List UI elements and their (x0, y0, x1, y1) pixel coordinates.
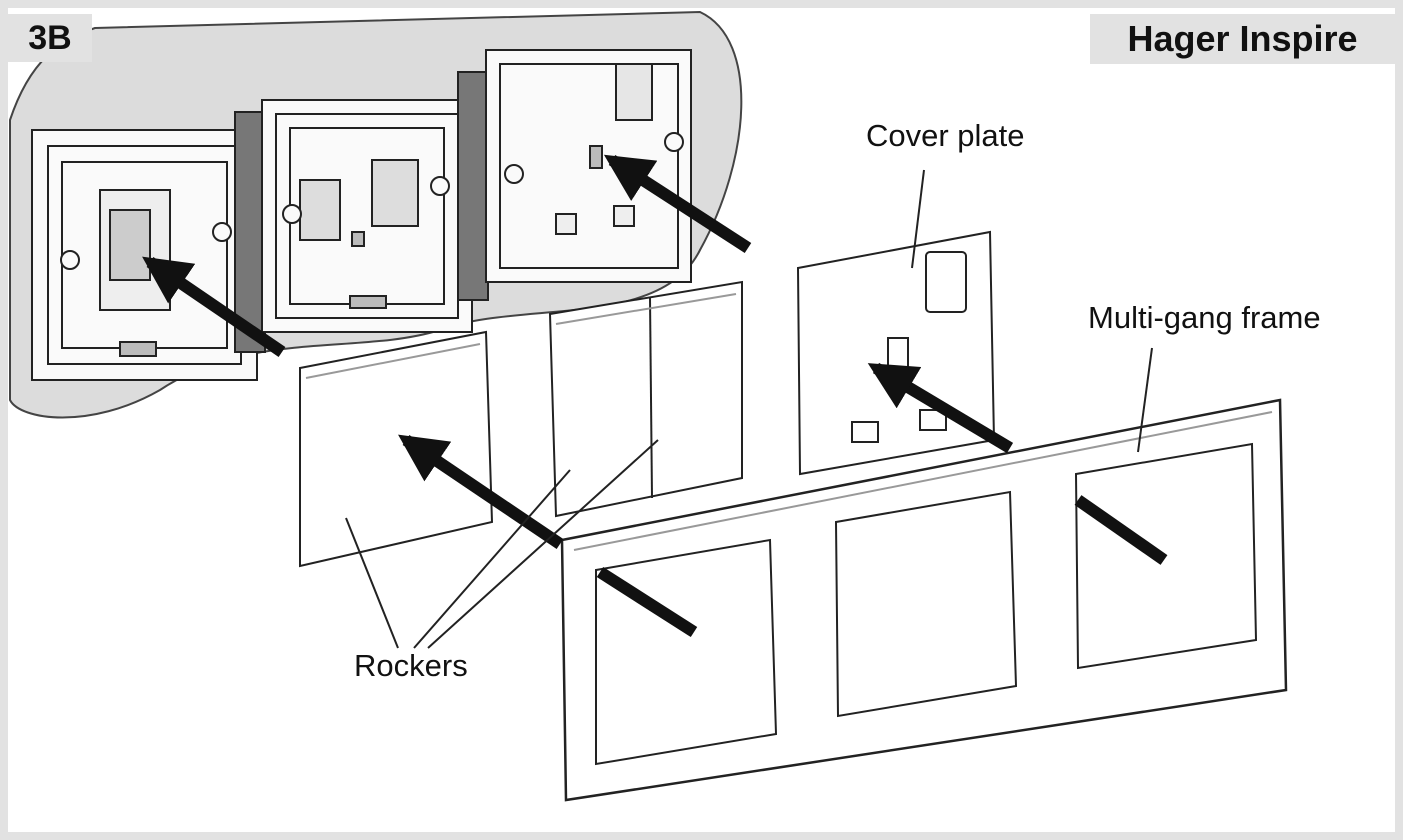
step-tag: 3B (8, 14, 92, 62)
cover-plate (796, 230, 996, 476)
module-joiner-left (234, 111, 266, 353)
brand-tag: Hager Inspire (1090, 14, 1395, 64)
back-module-middle (261, 99, 473, 333)
leader-lines (345, 169, 1153, 649)
rocker-single (299, 330, 494, 568)
multi-gang-frame-label: Multi-gang frame (1088, 300, 1321, 335)
back-module-socket (485, 49, 692, 283)
back-module-left (31, 129, 258, 381)
assembly-arrows (142, 154, 1168, 638)
module-joiner-right (457, 71, 489, 301)
cover-plate-label: Cover plate (866, 118, 1025, 153)
rockers-label: Rockers (354, 648, 468, 683)
rocker-double (548, 280, 743, 518)
